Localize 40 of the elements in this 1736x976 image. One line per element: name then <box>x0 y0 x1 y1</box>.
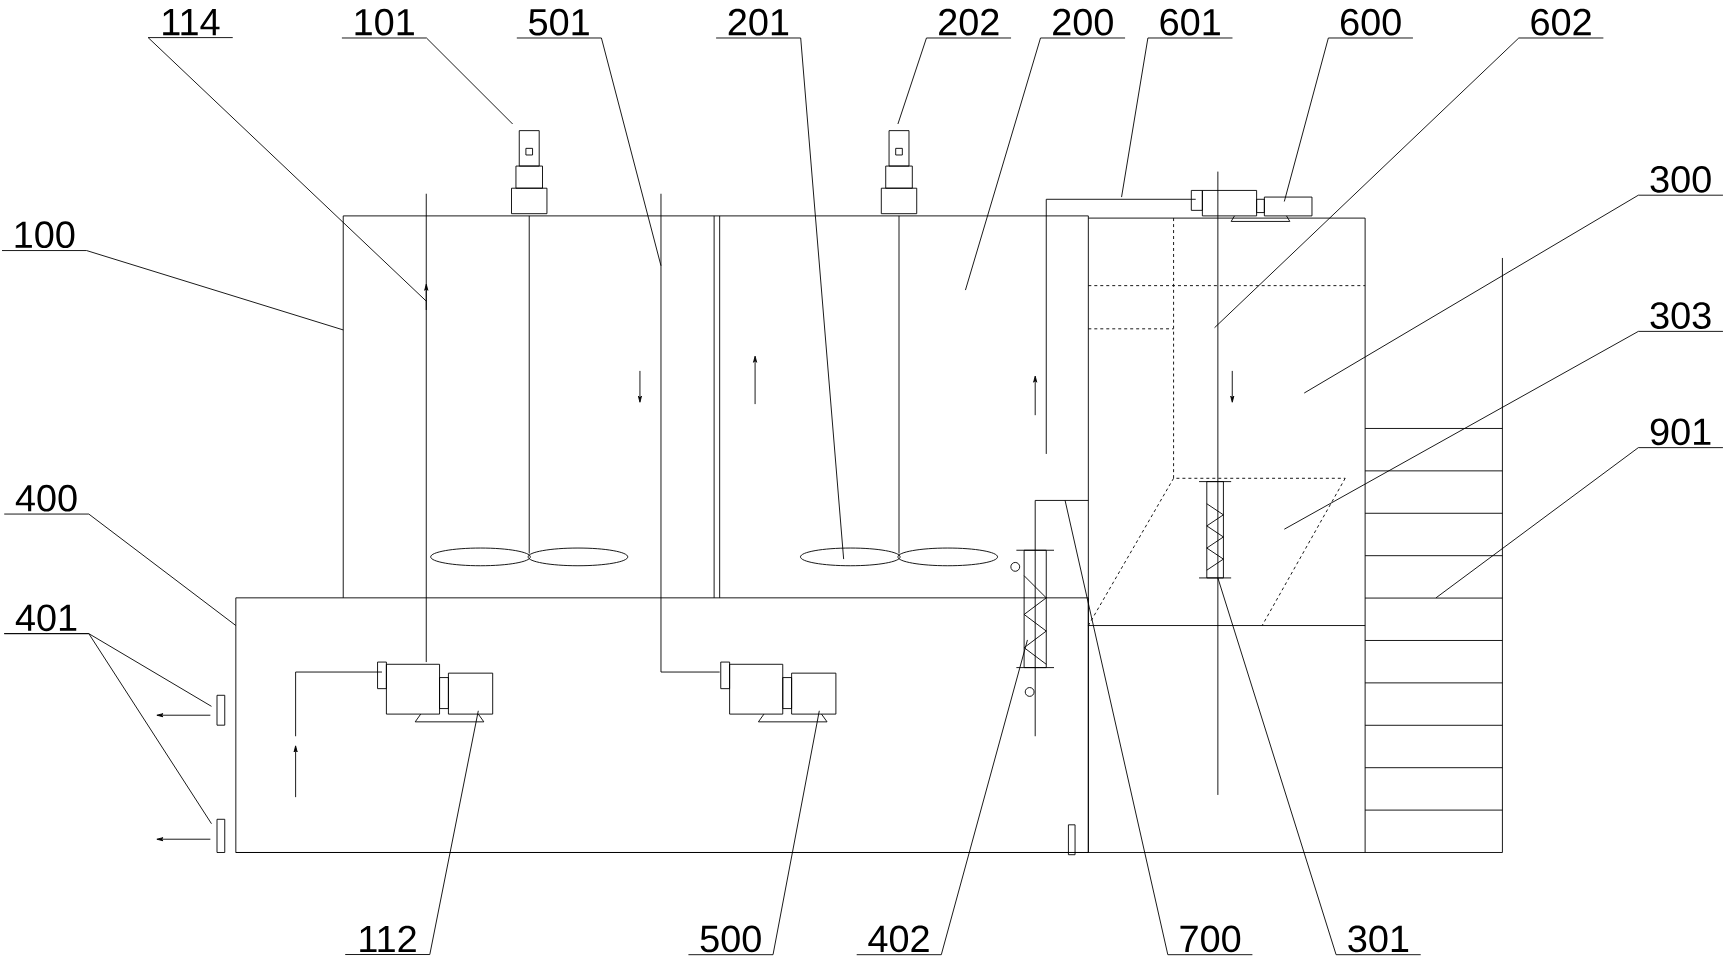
leader-line <box>1283 37 1414 202</box>
leader-line <box>1 249 344 331</box>
leader-line <box>1217 577 1422 955</box>
callout-number: 402 <box>868 925 929 953</box>
leader-line <box>516 37 662 266</box>
callout-number: 400 <box>15 484 77 512</box>
callout-number: 401 <box>15 604 77 631</box>
callout-number: 301 <box>1348 925 1409 953</box>
callout-number: 500 <box>700 925 761 953</box>
callout-number: 200 <box>1053 8 1113 36</box>
leader-line <box>344 710 479 955</box>
callout-number: 100 <box>15 221 75 248</box>
callout-number: 602 <box>1531 8 1591 36</box>
callout-number: 300 <box>1650 165 1711 193</box>
callout-number: 202 <box>939 8 999 36</box>
callout-number: 700 <box>1180 925 1241 953</box>
leader-line <box>1121 37 1233 198</box>
leader-line <box>715 37 845 560</box>
leader-line <box>897 37 1012 125</box>
leader-line <box>1303 194 1724 394</box>
leader-line <box>1283 330 1724 530</box>
leader-line <box>1214 37 1604 328</box>
leader-line <box>965 37 1126 291</box>
callout-number: 303 <box>1650 301 1711 329</box>
callout-number: 501 <box>529 8 589 36</box>
callout-number: 600 <box>1341 8 1401 36</box>
leader-line <box>856 639 1028 955</box>
leader-line <box>147 36 427 302</box>
leader-line <box>1064 499 1253 955</box>
leader-line <box>3 513 237 626</box>
leader-line <box>1435 446 1724 599</box>
callout-number: 101 <box>355 8 414 36</box>
callout-number: 201 <box>728 8 789 36</box>
callout-number: 114 <box>163 8 220 35</box>
leader-line <box>687 710 820 955</box>
leader-line <box>341 37 514 125</box>
callout-number: 601 <box>1160 8 1220 36</box>
callout-number: 901 <box>1650 418 1711 445</box>
leader-line <box>3 632 212 824</box>
callout-number: 112 <box>360 925 416 952</box>
